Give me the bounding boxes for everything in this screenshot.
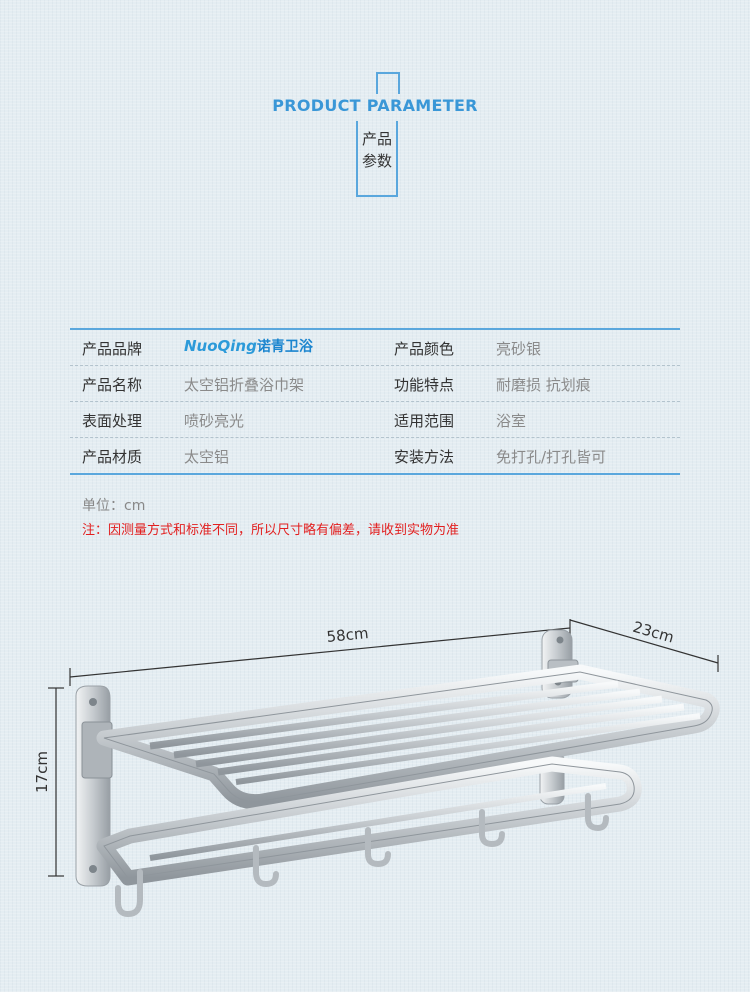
- header-top-bracket: [376, 72, 400, 94]
- spec-row: 产品材质 太空铝 安装方法 免打孔/打孔皆可: [70, 437, 680, 475]
- spec-value: 太空铝折叠浴巾架: [184, 376, 305, 394]
- spec-value: 太空铝: [184, 448, 230, 466]
- spec-value: 喷砂亮光: [184, 412, 245, 430]
- height-dimension: 17cm: [33, 687, 64, 877]
- spec-key: 产品颜色: [394, 340, 455, 358]
- section-title-cn-line2: 参数: [361, 152, 392, 170]
- brand-logo-cn: 诺青卫浴: [256, 339, 313, 355]
- spec-row: 产品名称 太空铝折叠浴巾架 功能特点 耐磨损 抗划痕: [70, 365, 680, 401]
- brand-logo-latin: NuoQing: [184, 337, 257, 355]
- spec-value: 耐磨损 抗划痕: [496, 376, 591, 394]
- spec-row: 产品品牌 NuoQing诺青卫浴 产品颜色 亮砂银: [70, 328, 680, 365]
- spec-key: 产品品牌: [82, 340, 143, 358]
- section-title-en: PRODUCT PARAMETER: [272, 96, 478, 115]
- depth-dimension: 23cm: [569, 618, 719, 672]
- spec-row: 表面处理 喷砂亮光 适用范围 浴室: [70, 401, 680, 437]
- spec-value: 免打孔/打孔皆可: [496, 448, 607, 466]
- lower-rail: [96, 756, 642, 886]
- unit-text: 单位：cm: [82, 498, 146, 514]
- hook: [479, 809, 505, 848]
- header-bracket-box: [356, 121, 398, 197]
- height-label: 17cm: [33, 751, 51, 793]
- spec-key: 安装方法: [394, 448, 455, 466]
- measurement-note: 注：因测量方式和标准不同，所以尺寸略有偏差，请收到实物为准: [82, 523, 460, 538]
- spec-key: 功能特点: [394, 376, 455, 394]
- hook: [253, 845, 279, 888]
- hook: [365, 827, 391, 868]
- spec-table: 产品品牌 NuoQing诺青卫浴 产品颜色 亮砂银 产品名称 太空铝折叠浴巾架 …: [70, 328, 680, 475]
- hook: [115, 869, 143, 918]
- hook: [585, 793, 609, 832]
- section-title-cn-line1: 产品: [361, 130, 392, 148]
- width-dimension: 58cm: [69, 619, 571, 686]
- depth-label: 23cm: [631, 618, 676, 647]
- spec-key: 产品材质: [82, 448, 143, 466]
- depth-dimension-line: [569, 619, 719, 664]
- spec-key: 产品名称: [82, 376, 143, 394]
- width-dimension-line: [69, 627, 571, 678]
- spec-value: 亮砂银: [496, 340, 542, 358]
- width-label: 58cm: [326, 624, 370, 646]
- brand-logo: NuoQing诺青卫浴: [184, 336, 313, 356]
- spec-value: 浴室: [496, 412, 527, 430]
- spec-key: 表面处理: [82, 412, 143, 430]
- towel-rack-diagram: 58cm 23cm 17cm: [33, 618, 720, 918]
- spec-key: 适用范围: [394, 412, 455, 430]
- upper-shelf: [96, 664, 720, 810]
